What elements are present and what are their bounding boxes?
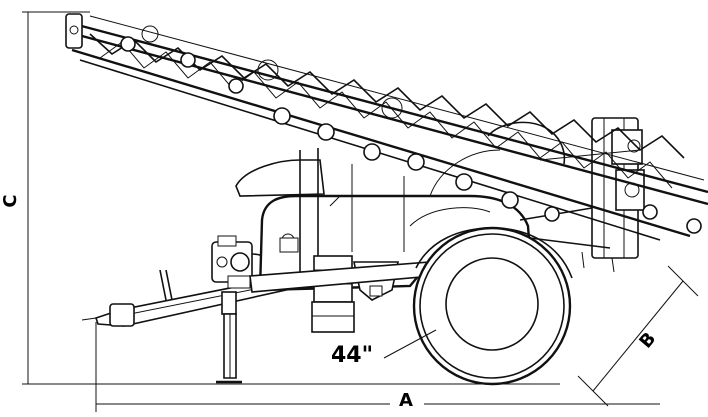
wheel-size-callout — [383, 329, 437, 359]
wheel-size-label: 44" — [331, 343, 373, 368]
dimension-label-b: B — [635, 328, 660, 352]
access-ladder — [311, 255, 355, 333]
dimension-line-a — [95, 322, 660, 412]
boom-nozzles — [120, 25, 702, 234]
jack-stand — [216, 291, 242, 384]
dimension-label-a: A — [399, 390, 413, 411]
boom-fold-hub — [429, 121, 641, 197]
tire — [412, 226, 573, 386]
dimension-label-c: C — [0, 194, 21, 207]
dimension-line-b — [577, 265, 699, 407]
